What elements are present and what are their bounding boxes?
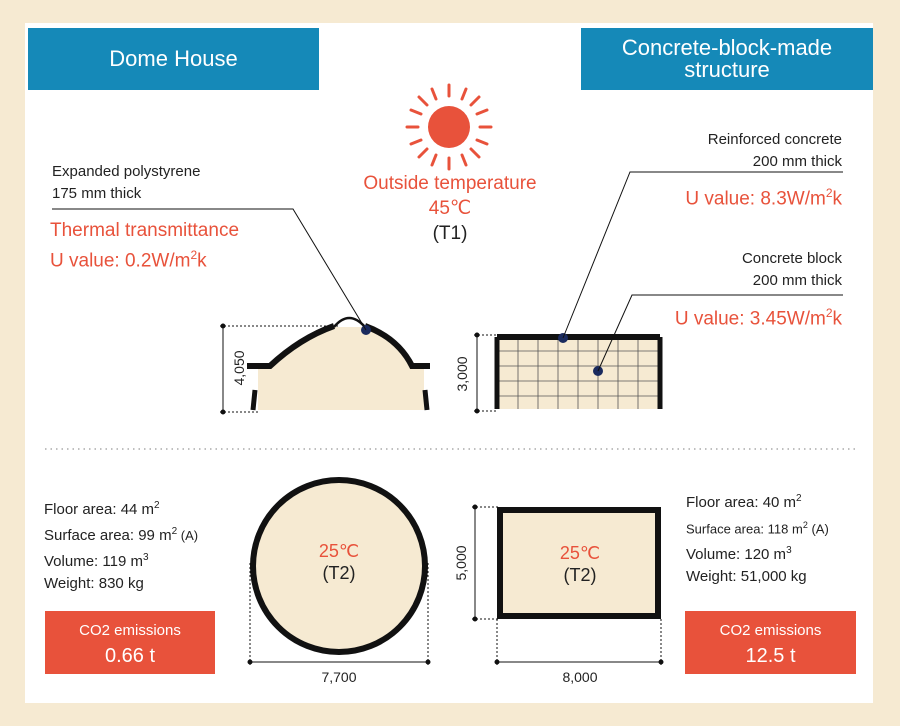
dome-stats: Floor area: 44 m2 Surface area: 99 m2 (A…: [44, 495, 198, 595]
cb-u-sup: 2: [825, 306, 833, 320]
block-plan: [472, 504, 664, 666]
rc-material-line2: 200 mm thick: [752, 153, 842, 170]
dome-elevation: [247, 316, 430, 411]
dome-height-label: 4,050: [231, 350, 247, 385]
cb-leader-line: [597, 294, 843, 372]
dome-surface-note: (A): [177, 528, 199, 543]
dome-height-dimension: [220, 323, 340, 415]
cb-material-line1: Concrete block: [741, 250, 842, 267]
dome-co2-value: 0.66 t: [104, 645, 156, 667]
rc-u-value-text: U value: 8.3W/m: [685, 188, 826, 210]
cb-material-line2: 200 mm thick: [752, 272, 842, 289]
block-weight: Weight: 51,000 kg: [686, 568, 807, 586]
dome-inside-temp: 25℃: [318, 541, 360, 561]
block-plan-height-label: 5,000: [453, 545, 469, 580]
cb-u-unit: k: [832, 308, 843, 330]
dome-co2-label: CO2 emissions: [79, 622, 181, 639]
outside-temperature: Outside temperature 45℃ (T1): [340, 171, 560, 246]
dome-volume: Volume: 119 m: [44, 553, 143, 570]
block-co2-box: CO2 emissions 12.5 t: [685, 611, 856, 674]
cb-u-value: U value: 3.45W/m2k: [675, 301, 842, 331]
rc-u-unit: k: [832, 188, 843, 210]
dome-inside-temperature: 25℃ (T2): [289, 540, 389, 584]
dome-material: Expanded polystyrene 175 mm thick: [52, 161, 200, 205]
dome-inside-id: (T2): [322, 563, 356, 583]
block-stats: Floor area: 40 m2 Surface area: 118 m2 (…: [686, 488, 829, 588]
block-co2-value: 12.5 t: [745, 645, 796, 667]
block-surface-area: Surface area: 118 m: [686, 521, 803, 537]
cb-u-value-text: U value: 3.45W/m: [674, 308, 826, 330]
block-inside-temp: 25℃: [559, 543, 601, 563]
dome-leader-line: [52, 208, 367, 331]
concrete-block-title-line2: structure: [684, 57, 770, 82]
outside-temperature-label: Outside temperature: [363, 173, 537, 194]
concrete-block-title-line1: Concrete-block-made: [621, 35, 833, 60]
rc-material-line1: Reinforced concrete: [707, 131, 842, 148]
dome-house-title: Dome House: [109, 46, 238, 71]
block-elevation: [494, 333, 663, 409]
dome-u-label: Thermal transmittance: [50, 220, 240, 241]
outside-temperature-id: (T1): [432, 223, 468, 244]
dome-house-header: Dome House: [28, 28, 319, 90]
block-height-dimension: [474, 332, 497, 414]
block-floor-sup: 2: [796, 493, 802, 504]
dome-u-value-text: U value: 0.2W/m: [50, 250, 191, 272]
rc-u-sup: 2: [825, 186, 833, 200]
block-surface-note: (A): [807, 521, 829, 537]
dome-u-sup: 2: [190, 248, 198, 262]
block-inside-temperature: 25℃ (T2): [530, 542, 630, 586]
block-volume: Volume: 120 m: [686, 546, 787, 564]
block-inside-id: (T2): [563, 565, 597, 585]
rc-leader-line: [562, 171, 843, 339]
block-width-label: 8,000: [562, 669, 597, 685]
dome-surface-area: Surface area: 99 m: [44, 527, 172, 544]
dome-floor-sup: 2: [154, 500, 160, 511]
rc-u-value: U value: 8.3W/m2k: [685, 181, 842, 211]
dome-u-value: Thermal transmittance U value: 0.2W/m2k: [50, 218, 239, 273]
cb-material: Concrete block 200 mm thick: [742, 248, 842, 292]
dome-weight: Weight: 830 kg: [44, 575, 144, 592]
outside-temperature-value: 45℃: [428, 198, 472, 219]
dome-material-line2: 175 mm thick: [52, 185, 142, 202]
block-volume-sup: 3: [786, 545, 792, 557]
dome-width-label: 7,700: [321, 669, 356, 685]
dome-plan: [247, 477, 431, 667]
sun-icon: [405, 83, 493, 171]
dome-floor-area: Floor area: 44 m: [44, 501, 155, 518]
concrete-block-header: Concrete-block-made structure: [581, 28, 873, 90]
block-co2-label: CO2 emissions: [719, 622, 822, 639]
block-height-label: 3,000: [454, 356, 470, 391]
rc-material: Reinforced concrete 200 mm thick: [708, 129, 842, 173]
dome-volume-sup: 3: [142, 552, 149, 563]
dome-u-unit: k: [197, 250, 207, 272]
dome-co2-box: CO2 emissions 0.66 t: [45, 611, 215, 674]
dome-surface-sup: 2: [171, 526, 178, 537]
block-surface-sup: 2: [802, 520, 808, 530]
block-floor-area: Floor area: 40 m: [686, 494, 797, 511]
dome-material-line1: Expanded polystyrene: [52, 163, 201, 180]
